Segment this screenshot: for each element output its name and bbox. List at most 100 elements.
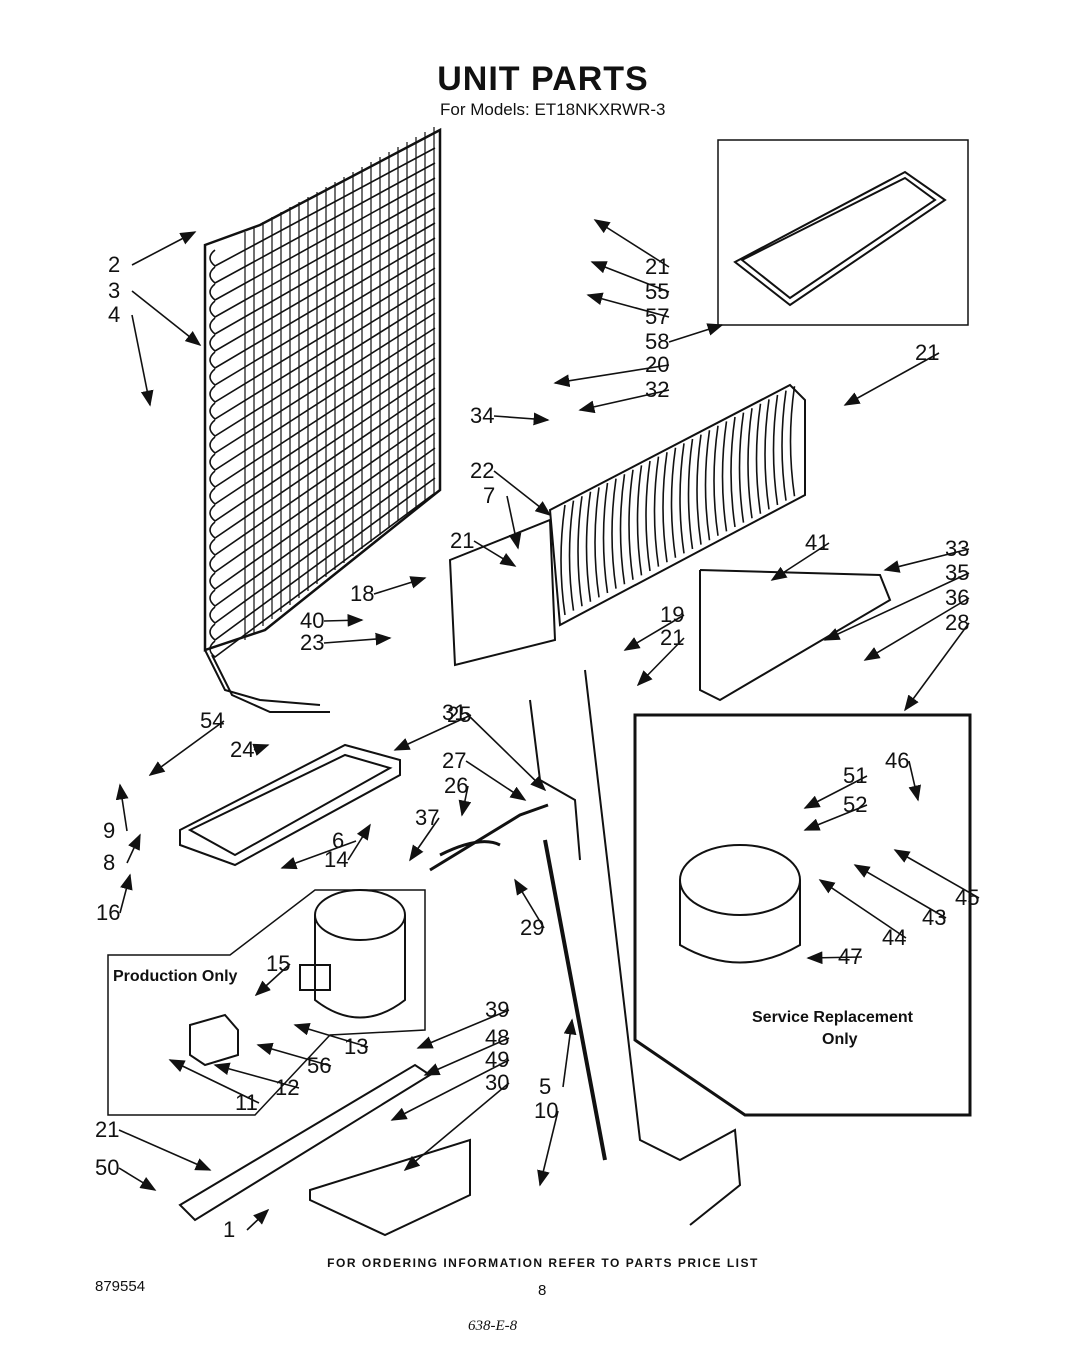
leader-line-34 <box>493 412 550 426</box>
callout-33: 33 <box>945 536 969 561</box>
callout-28: 28 <box>945 610 969 635</box>
callout-1: 1 <box>223 1217 235 1242</box>
leader-line-54 <box>148 720 225 776</box>
leader-line-2 <box>131 231 197 266</box>
leader-line-22 <box>493 470 552 516</box>
leader-line-51 <box>803 775 868 809</box>
leader-line-27 <box>465 760 527 801</box>
callout-27: 27 <box>442 748 466 773</box>
callout-51: 51 <box>843 763 867 788</box>
callout-15: 15 <box>266 951 290 976</box>
callout-11: 11 <box>235 1090 258 1115</box>
leader-line-24 <box>252 743 270 756</box>
leader-line-29 <box>514 878 545 929</box>
leader-line-11 <box>168 1059 260 1104</box>
drain-pan-25 <box>179 743 401 867</box>
callout-19: 19 <box>660 602 684 627</box>
leader-line-49 <box>390 1059 510 1121</box>
leader-line-13 <box>293 1023 369 1048</box>
leader-line-21 <box>843 352 940 406</box>
leader-line-16 <box>119 873 133 914</box>
callout-34: 34 <box>470 403 494 428</box>
leader-line-3 <box>131 290 202 346</box>
callout-55: 55 <box>645 279 669 304</box>
callout-36: 36 <box>945 585 969 610</box>
callout-18: 18 <box>350 581 374 606</box>
callout-56: 56 <box>307 1053 331 1078</box>
callout-3: 3 <box>108 278 120 303</box>
leader-line-1 <box>246 1208 270 1231</box>
leader-line-14 <box>347 823 371 861</box>
leader-line-44 <box>818 879 907 939</box>
callout-52: 52 <box>843 792 867 817</box>
model-subtitle: For Models: ET18NKXRWR-3 <box>440 100 666 119</box>
leader-line-23 <box>323 632 392 646</box>
leader-line-46 <box>908 760 921 802</box>
page-title: UNIT PARTS <box>437 60 649 98</box>
callout-21: 21 <box>450 528 474 553</box>
callout-9: 9 <box>103 818 115 843</box>
leader-line-35 <box>823 572 970 641</box>
service-replacement-only-label: Only <box>822 1031 858 1048</box>
callout-22: 22 <box>470 458 494 483</box>
callout-46: 46 <box>885 748 909 773</box>
leader-line-33 <box>883 548 970 573</box>
leader-line-40 <box>323 613 364 627</box>
service-replacement-label: Service Replacement <box>752 1009 914 1026</box>
leader-line-25 <box>393 714 472 751</box>
leader-line-7 <box>506 495 522 550</box>
leader-line-20 <box>553 364 670 388</box>
callout-40: 40 <box>300 608 324 633</box>
callout-30: 30 <box>485 1070 509 1095</box>
leader-line-8 <box>126 833 141 864</box>
compressor <box>299 889 406 1019</box>
leader-line-48 <box>423 1037 510 1076</box>
cap-tube <box>584 669 742 1226</box>
callout-37: 37 <box>415 805 439 830</box>
leader-line-19 <box>623 614 685 651</box>
callout-31: 31 <box>442 700 466 725</box>
leader-line-52 <box>803 804 868 831</box>
callout-43: 43 <box>922 905 946 930</box>
leader-line-43 <box>853 864 947 919</box>
callout-21: 21 <box>645 254 669 279</box>
callout-21: 21 <box>660 625 684 650</box>
document-number: 879554 <box>95 1278 146 1295</box>
callout-2: 2 <box>108 252 120 277</box>
heater-loop <box>699 569 892 702</box>
callout-23: 23 <box>300 630 324 655</box>
callout-7: 7 <box>483 483 495 508</box>
leader-line-31 <box>465 712 547 792</box>
leader-line-58 <box>668 323 724 343</box>
callout-4: 4 <box>108 302 120 327</box>
production-only-label: Production Only <box>113 968 238 985</box>
callout-47: 47 <box>838 944 862 969</box>
callout-48: 48 <box>485 1025 509 1050</box>
leader-line-21 <box>118 1129 212 1171</box>
callout-57: 57 <box>645 304 669 329</box>
service-compressor <box>679 844 801 964</box>
base-rail <box>178 1063 432 1222</box>
leader-line-56 <box>256 1042 332 1067</box>
leader-line-18 <box>373 576 427 595</box>
callout-24: 24 <box>230 737 254 762</box>
callout-14: 14 <box>324 847 348 872</box>
callout-6: 6 <box>332 828 344 853</box>
leader-line-21 <box>636 637 685 687</box>
drier-27 <box>429 803 549 872</box>
callout-50: 50 <box>95 1155 119 1180</box>
callout-39: 39 <box>485 997 509 1022</box>
callout-13: 13 <box>344 1034 368 1059</box>
condenser-coil <box>203 127 442 713</box>
drain-tray-58 <box>733 170 947 307</box>
leader-line-37 <box>409 817 440 862</box>
tray-box <box>717 139 969 326</box>
callout-45: 45 <box>955 885 979 910</box>
callout-54: 54 <box>200 708 224 733</box>
leader-line-4 <box>131 314 154 407</box>
leader-line-57 <box>586 292 670 318</box>
callout-8: 8 <box>103 850 115 875</box>
leader-line-50 <box>118 1167 157 1191</box>
leader-line-5 <box>562 1018 577 1088</box>
